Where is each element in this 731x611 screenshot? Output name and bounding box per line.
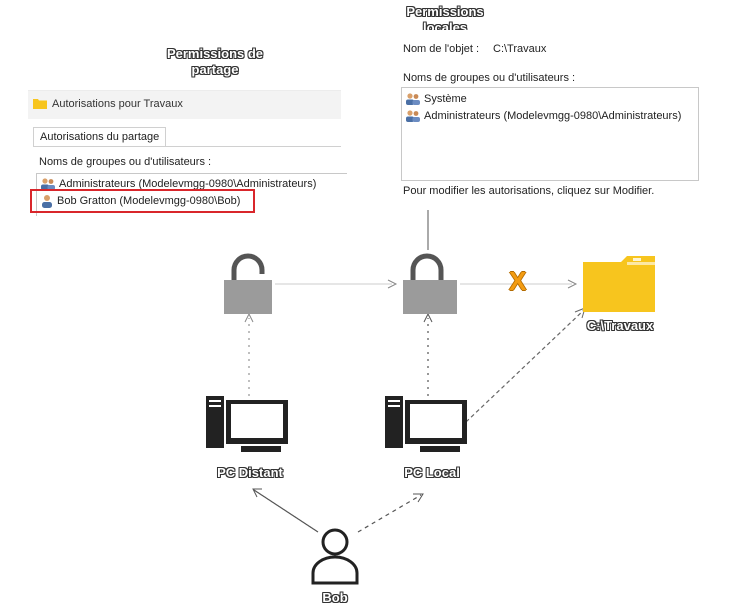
list-item[interactable]: Système bbox=[405, 91, 467, 107]
local-to-folder-line bbox=[465, 309, 585, 423]
folder-label: C:\Travaux bbox=[586, 318, 654, 333]
folder-icon bbox=[583, 256, 655, 312]
user-name: Administrateurs (Modelevmgg-0980\Adminis… bbox=[59, 178, 317, 190]
bob-label: Bob bbox=[322, 590, 348, 605]
user-name: Système bbox=[424, 93, 467, 105]
list-item[interactable]: Bob Gratton (Modelevmgg-0980\Bob) bbox=[40, 193, 240, 209]
user-name: Bob Gratton (Modelevmgg-0980\Bob) bbox=[57, 195, 241, 207]
groups-label: Noms de groupes ou d'utilisateurs : bbox=[403, 72, 576, 84]
user-icon bbox=[311, 528, 359, 585]
bob-highlight-box bbox=[30, 189, 255, 213]
arrowhead bbox=[387, 279, 398, 289]
users-group-icon bbox=[41, 178, 55, 190]
user-icon bbox=[42, 195, 52, 208]
tab-divider bbox=[33, 146, 341, 147]
users-listbox[interactable]: Administrateurs (Modelevmgg-0980\Adminis… bbox=[36, 173, 347, 216]
computer-icon bbox=[206, 396, 288, 452]
pc-remote-label: PC Distant bbox=[217, 465, 283, 480]
bob-to-local-line bbox=[357, 494, 422, 533]
users-listbox[interactable]: Système Administrateurs (Modelevmgg-0980… bbox=[401, 87, 699, 181]
unlocked-padlock-icon bbox=[224, 253, 272, 314]
object-name-label: Nom de l'objet : bbox=[403, 43, 480, 55]
dialog-title: Autorisations pour Travaux bbox=[52, 98, 183, 110]
local-permissions-dialog: Nom de l'objet : C:\Travaux Noms de grou… bbox=[397, 30, 701, 207]
users-group-icon bbox=[406, 110, 420, 122]
modify-hint: Pour modifier les autorisations, cliquez… bbox=[403, 185, 655, 197]
arrowhead bbox=[567, 279, 578, 289]
list-item[interactable]: Administrateurs (Modelevmgg-0980\Adminis… bbox=[405, 108, 681, 124]
share-permissions-title: Permissions de partage bbox=[166, 46, 264, 77]
bob-to-remote-line bbox=[253, 489, 319, 533]
arrowhead bbox=[252, 488, 262, 498]
pc-local-label: PC Local bbox=[404, 465, 460, 480]
groups-label: Noms de groupes ou d'utilisateurs : bbox=[39, 156, 212, 168]
object-name-value: C:\Travaux bbox=[493, 43, 547, 55]
share-permissions-dialog: Autorisations pour Travaux Autorisations… bbox=[28, 90, 347, 216]
user-name: Administrateurs (Modelevmgg-0980\Adminis… bbox=[424, 110, 682, 122]
tab-share-permissions[interactable]: Autorisations du partage bbox=[33, 127, 167, 146]
arrowhead bbox=[413, 493, 424, 503]
dialog-header: Autorisations pour Travaux bbox=[28, 91, 341, 119]
folder-icon bbox=[33, 99, 47, 109]
users-group-icon bbox=[406, 93, 420, 105]
list-item[interactable]: Administrateurs (Modelevmgg-0980\Adminis… bbox=[40, 176, 316, 192]
computer-icon bbox=[385, 396, 467, 452]
deny-mark: X bbox=[509, 266, 527, 296]
locked-padlock-icon bbox=[403, 253, 457, 314]
